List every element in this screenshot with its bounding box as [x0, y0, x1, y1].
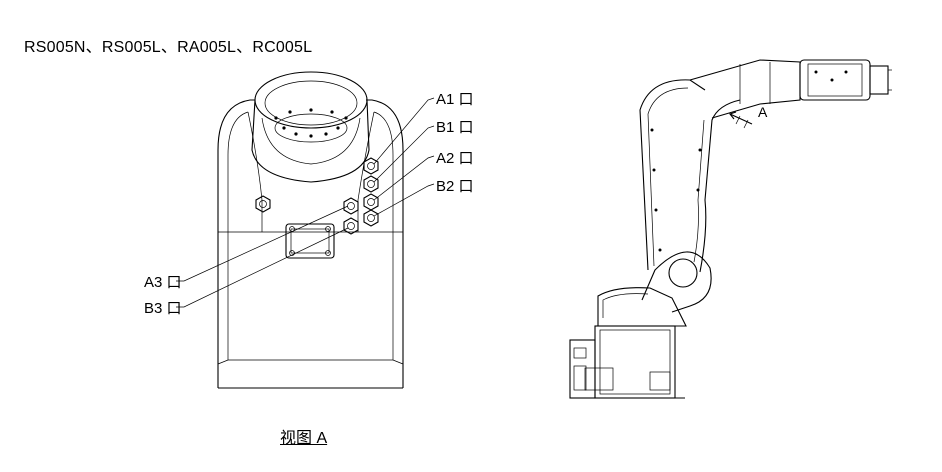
model-list-title: RS005N、RS005L、RA005L、RC005L — [24, 39, 313, 56]
view-caption: 视图 A — [280, 430, 328, 447]
view-arrow-label: A — [758, 104, 768, 120]
port-label-b2: B2 口 — [436, 178, 474, 195]
robot-side-view — [569, 59, 892, 399]
view-a-drawing — [176, 71, 435, 389]
port-label-b1: B1 口 — [436, 119, 474, 136]
port-label-a2: A2 口 — [436, 150, 474, 167]
port-label-a3: A3 口 — [144, 274, 182, 291]
port-label-a1: A1 口 — [436, 91, 474, 108]
port-label-b3: B3 口 — [144, 300, 182, 317]
view-a-arrow — [729, 111, 753, 129]
leader-lines — [176, 97, 435, 308]
port-fittings — [343, 157, 379, 235]
